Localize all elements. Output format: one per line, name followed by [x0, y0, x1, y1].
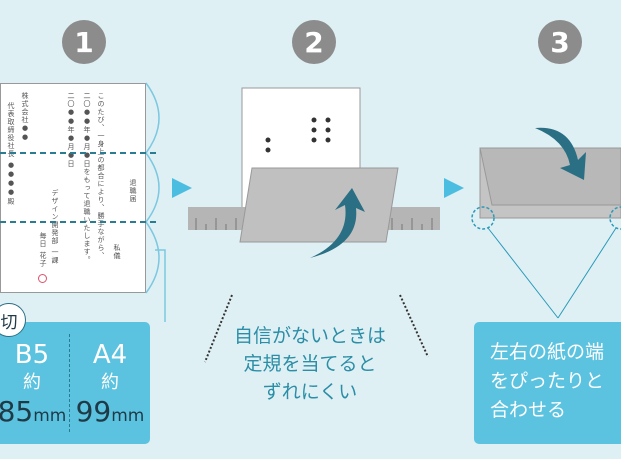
paper-size: A4: [92, 340, 128, 370]
next-arrow-icon: [172, 178, 192, 198]
width-value: 99: [75, 395, 112, 428]
letter-line: 二〇●●年●月●日をもって退職いたします。: [83, 92, 91, 264]
b5-column: B5 約 85mm: [0, 322, 68, 426]
dotted-pointer: [204, 294, 233, 363]
box-line: をぴったりと: [490, 370, 605, 392]
fold-width: 85mm: [0, 398, 68, 426]
approx-label: 約: [23, 372, 41, 393]
step-number-2: 2: [292, 20, 336, 64]
next-arrow-icon: [444, 178, 464, 198]
paper-size: B5: [14, 340, 50, 370]
approx-label: 約: [101, 372, 119, 393]
tip-line: 自信がないときは: [233, 325, 386, 347]
fold-curves: [145, 82, 160, 294]
badge: 切: [0, 303, 26, 337]
letter-title: 退職届: [129, 179, 137, 203]
divider: [69, 334, 70, 432]
tip-line: 定規を当てると: [243, 353, 377, 375]
seal-icon: [38, 274, 47, 283]
edge-highlight-left: [471, 206, 495, 230]
fold-width: 99mm: [74, 398, 146, 426]
unit: mm: [111, 406, 145, 426]
align-edges-box: 左右の紙の端 をぴったりと 合わせる: [474, 322, 621, 444]
tip-line: ずれにくい: [262, 381, 358, 403]
letter-line: 毎日 花子: [39, 232, 47, 268]
dotted-pointer: [399, 294, 429, 358]
folded-paper-top: [479, 147, 621, 206]
box-line: 左右の紙の端: [490, 341, 605, 363]
a4-column: A4 約 99mm: [74, 322, 146, 426]
letter-date: 二〇●●年●月●日: [67, 92, 75, 168]
step-number-1: 1: [62, 20, 106, 64]
callout-line: [155, 249, 166, 322]
letter-line: デザイン開発部 一課: [51, 189, 59, 265]
folded-flap: [239, 167, 399, 243]
fold-up-arrow-icon: [310, 188, 365, 258]
ruler-ticks: [195, 218, 433, 230]
box-line: 合わせる: [490, 399, 567, 421]
callout-line: [557, 227, 617, 319]
step-number-3: 3: [538, 20, 582, 64]
fold-width-box: B5 約 85mm A4 約 99mm: [0, 322, 150, 444]
ruler-tip: 自信がないときは 定規を当てると ずれにくい: [205, 322, 415, 406]
paper-text-dots: [265, 117, 331, 153]
letter-line: このたび、一身上の都合により、勝手ながら、: [97, 92, 105, 260]
letter-paper: 退職届 私儀 このたび、一身上の都合により、勝手ながら、 二〇●●年●月●日をも…: [0, 83, 146, 293]
letter-company: 株式会社●●: [21, 92, 29, 142]
callout-line: [487, 227, 559, 319]
unit: mm: [33, 406, 67, 426]
width-value: 85: [0, 395, 34, 428]
fold-down-arrow-icon: [535, 127, 586, 180]
letter-line: 私儀: [113, 244, 121, 260]
